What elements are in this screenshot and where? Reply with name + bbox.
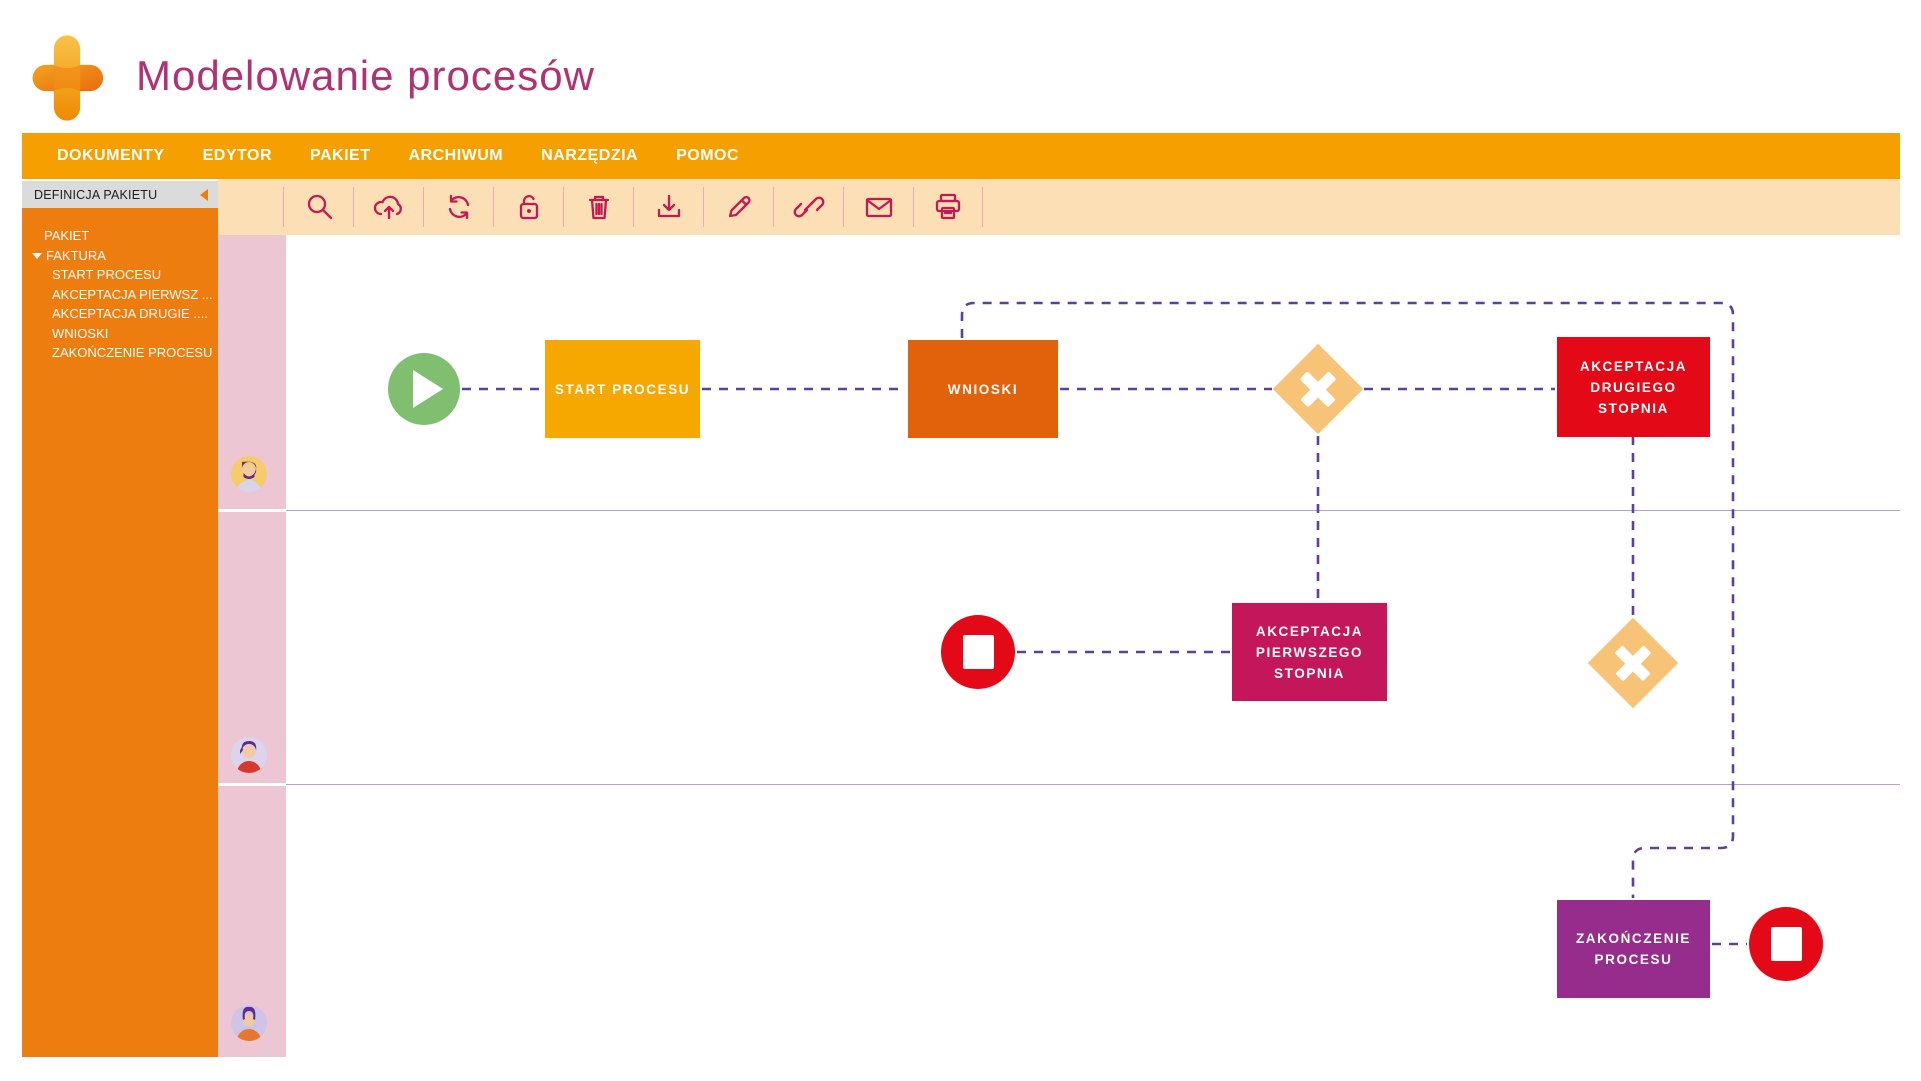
lane-divider-gap	[218, 783, 286, 786]
task-zakonczenie-procesu[interactable]: ZAKOŃCZENIE PROCESU	[1557, 900, 1710, 998]
start-event-node[interactable]	[388, 353, 460, 425]
package-definition-header: DEFINICJA PAKIETU	[22, 181, 218, 208]
lane3-orange-shirt-person-avatar	[231, 1005, 267, 1041]
tree-item-zakonczenie-procesu[interactable]: ZAKOŃCZENIE PROCESU	[52, 345, 213, 360]
lane-divider-gap	[218, 509, 286, 512]
xor-gateway-1[interactable]	[1272, 343, 1364, 435]
lane1-bearded-man-avatar	[231, 456, 267, 492]
page-title: Modelowanie procesów	[136, 52, 595, 99]
task-akceptacja-pierwszego-stopnia[interactable]: AKCEPTACJA PIERWSZEGO STOPNIA	[1232, 603, 1387, 701]
menu-item-pomoc[interactable]: POMOC	[676, 147, 740, 164]
link-icon[interactable]	[773, 187, 843, 227]
tree-item-faktura[interactable]: FAKTURA	[22, 246, 218, 266]
task-akceptacja-drugiego-stopnia[interactable]: AKCEPTACJA DRUGIEGO STOPNIA	[1557, 337, 1710, 437]
tree-item-wnioski[interactable]: WNIOSKI	[52, 325, 109, 341]
trash-icon[interactable]	[563, 187, 633, 227]
print-icon[interactable]	[913, 187, 983, 227]
tree-item-start-procesu[interactable]: START PROCESU	[52, 267, 162, 282]
menu-item-edytor[interactable]: EDYTOR	[202, 147, 272, 164]
collapse-panel-icon[interactable]	[200, 188, 208, 201]
end-event-node-1[interactable]	[941, 615, 1015, 689]
swimlane-actor-strip	[218, 235, 286, 1057]
end-event-node-2[interactable]	[1749, 907, 1823, 981]
menu-item-archiwum[interactable]: ARCHIWUM	[408, 147, 504, 164]
stop-icon	[1770, 927, 1802, 961]
stop-icon	[962, 635, 994, 669]
refresh-icon[interactable]	[423, 187, 493, 227]
toolbar	[218, 179, 1900, 235]
menu-item-pakiet[interactable]: PAKIET	[310, 147, 371, 164]
lane2-red-blouse-woman-avatar	[231, 737, 267, 773]
play-icon	[413, 370, 443, 408]
lane-divider	[286, 784, 1900, 785]
cloud-upload-icon[interactable]	[353, 187, 423, 227]
package-tree-panel: PAKIET FAKTURA START PROCESU AKCEPTACJA …	[22, 208, 218, 1057]
tree-expand-icon[interactable]	[32, 253, 42, 260]
xor-gateway-2[interactable]	[1587, 617, 1679, 709]
app-logo-icon	[32, 35, 104, 121]
tree-item-akceptacja-pierwszego[interactable]: AKCEPTACJA PIERWSZ ...	[52, 286, 213, 302]
package-definition-title: DEFINICJA PAKIETU	[34, 187, 158, 202]
lane-divider	[286, 510, 1900, 511]
main-menu-bar: DOKUMENTY EDYTOR PAKIET ARCHIWUM NARZĘDZ…	[22, 133, 1900, 179]
unlock-icon[interactable]	[493, 187, 563, 227]
menu-item-dokumenty[interactable]: DOKUMENTY	[57, 147, 165, 164]
tree-item-pakiet[interactable]: PAKIET	[44, 228, 90, 243]
pencil-icon[interactable]	[703, 187, 773, 227]
download-icon[interactable]	[633, 187, 703, 227]
search-icon[interactable]	[283, 187, 353, 227]
task-start-procesu[interactable]: START PROCESU	[545, 340, 700, 438]
task-wnioski[interactable]: WNIOSKI	[908, 340, 1058, 438]
menu-item-narzedzia[interactable]: NARZĘDZIA	[541, 147, 639, 164]
tree-item-akceptacja-drugiego[interactable]: AKCEPTACJA DRUGIE ....	[52, 306, 208, 321]
mail-icon[interactable]	[843, 187, 913, 227]
